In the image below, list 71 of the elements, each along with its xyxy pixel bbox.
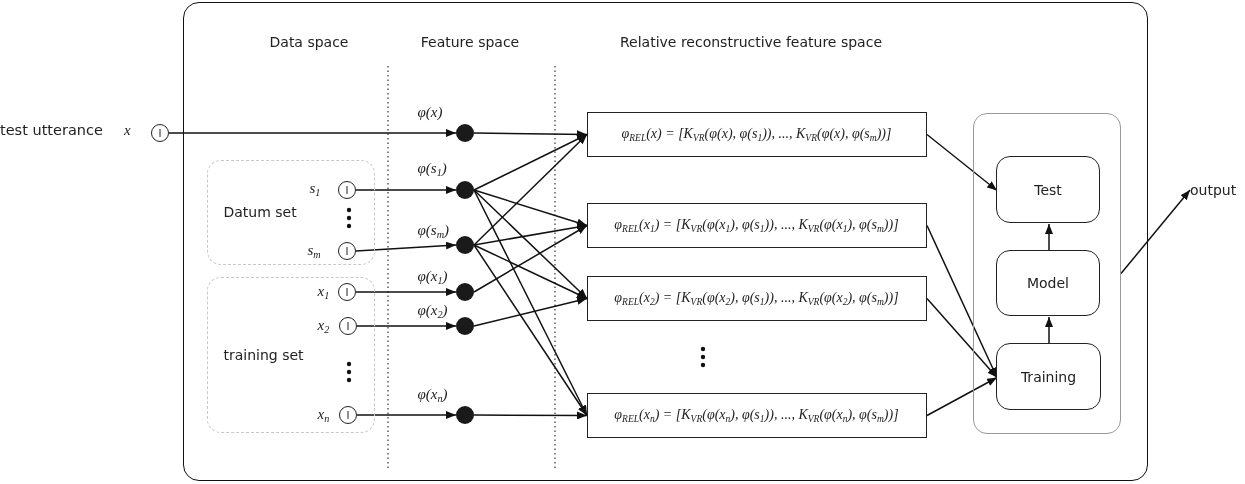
process-box: [996, 156, 1100, 223]
feature-dot: [455, 405, 474, 424]
arrow: [473, 297, 588, 327]
formula-text: φ$_{REL}$(x$_{2}$) = [K$_{VR}$(φ(x$_{2}$), φ(s$_{1}$)), ..., K$_{VR}$(φ(x$_{2}$), φ(s$_{m}$))]: [614, 290, 899, 306]
formula-text: φ$_{REL}$(x$_{1}$) = [K$_{VR}$(φ(x$_{1}$), φ(s$_{1}$)), ..., K$_{VR}$(φ(x$_{1}$), φ(s$_{m}$))]: [614, 217, 899, 233]
formula-box: [586, 202, 927, 248]
node-label: Training: [1020, 368, 1077, 385]
variable-label: φ(x): [417, 103, 443, 121]
arrow: [356, 411, 457, 419]
arrow: [473, 411, 588, 420]
output-label: output: [1190, 182, 1237, 198]
feature-dot: [455, 316, 474, 335]
node-label: Model: [1026, 275, 1069, 291]
input-circle: [337, 241, 356, 260]
classifier-panel: [972, 112, 1121, 434]
arrow: [473, 133, 588, 246]
arrow: [473, 189, 588, 227]
variable-label: φ(s$_{m}$): [417, 221, 449, 239]
formula-box: [586, 392, 927, 438]
input-circle: [338, 316, 357, 335]
variable-label: x$_{n}$: [317, 405, 330, 423]
group-box: [206, 159, 375, 265]
feature-dot: [455, 123, 474, 142]
variable-label: s$_{1}$: [309, 179, 321, 197]
arrow: [473, 133, 588, 191]
variable-label: φ(x$_{n}$): [417, 385, 448, 403]
process-box: [996, 250, 1100, 316]
column-heading: Relative reconstructive feature space: [620, 34, 882, 50]
input-circle: [151, 124, 169, 142]
node-label: Datum set: [223, 204, 297, 220]
input-label: test utterance: [0, 122, 103, 138]
variable-label: x: [124, 122, 131, 139]
process-box: [996, 343, 1101, 410]
node-label: Test: [1034, 181, 1062, 198]
feature-dot: [455, 282, 474, 301]
arrow: [473, 244, 588, 300]
arrow: [355, 186, 457, 194]
variable-label: s$_{m}$: [307, 241, 321, 259]
variable-label: x$_{2}$: [317, 316, 330, 334]
formula-text: φ$_{REL}$(x) = [K$_{VR}$(φ(x), φ(s$_{1}$)), ..., K$_{VR}$(φ(x), φ(s$_{m}$))]: [621, 126, 892, 142]
column-heading: Data space: [269, 34, 349, 50]
input-circle: [338, 405, 357, 424]
formula-box: [586, 111, 927, 157]
arrow: [1045, 223, 1053, 252]
arrow: [168, 129, 457, 137]
variable-label: φ(x$_{2}$): [417, 301, 448, 319]
formula-box: [586, 275, 927, 321]
feature-dot: [455, 235, 474, 254]
variable-label: φ(s$_{1}$): [417, 159, 447, 177]
column-heading: Feature space: [420, 34, 520, 50]
arrow: [355, 241, 457, 252]
input-circle: [337, 282, 356, 301]
feature-dot: [455, 180, 474, 199]
arrow: [1045, 316, 1053, 345]
arrow: [926, 297, 998, 379]
arrow: [473, 223, 588, 246]
arrow: [473, 244, 588, 417]
arrow: [926, 133, 998, 192]
arrow: [473, 224, 588, 293]
arrow: [355, 288, 457, 296]
node-label: training set: [223, 346, 304, 363]
arrow: [926, 376, 998, 417]
arrow: [473, 189, 588, 300]
arrow: [1120, 189, 1191, 275]
formula-text: φ$_{REL}$(x$_{n}$) = [K$_{VR}$(φ(x$_{n}$), φ(s$_{1}$)), ..., K$_{VR}$(φ(x$_{n}$), φ(s$_{m}$))]: [614, 407, 899, 423]
variable-label: x$_{1}$: [317, 282, 330, 300]
diagram-frame: [183, 2, 1148, 481]
input-circle: [337, 180, 356, 199]
arrow: [356, 322, 457, 330]
variable-label: φ(x$_{1}$): [417, 267, 448, 285]
group-box: [206, 276, 375, 433]
